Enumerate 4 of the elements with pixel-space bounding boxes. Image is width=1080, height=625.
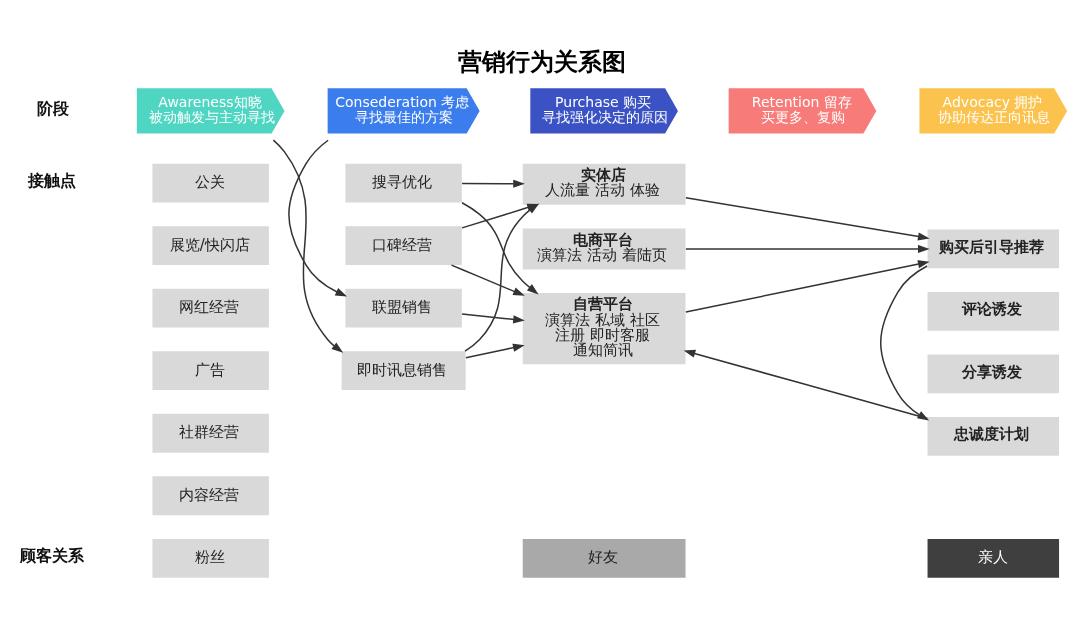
diagram-title: 营销行为关系图 xyxy=(457,47,626,76)
label: 阶段 xyxy=(36,98,69,118)
label: 顾客关系 xyxy=(20,545,85,565)
label: 接触点 xyxy=(28,170,77,190)
